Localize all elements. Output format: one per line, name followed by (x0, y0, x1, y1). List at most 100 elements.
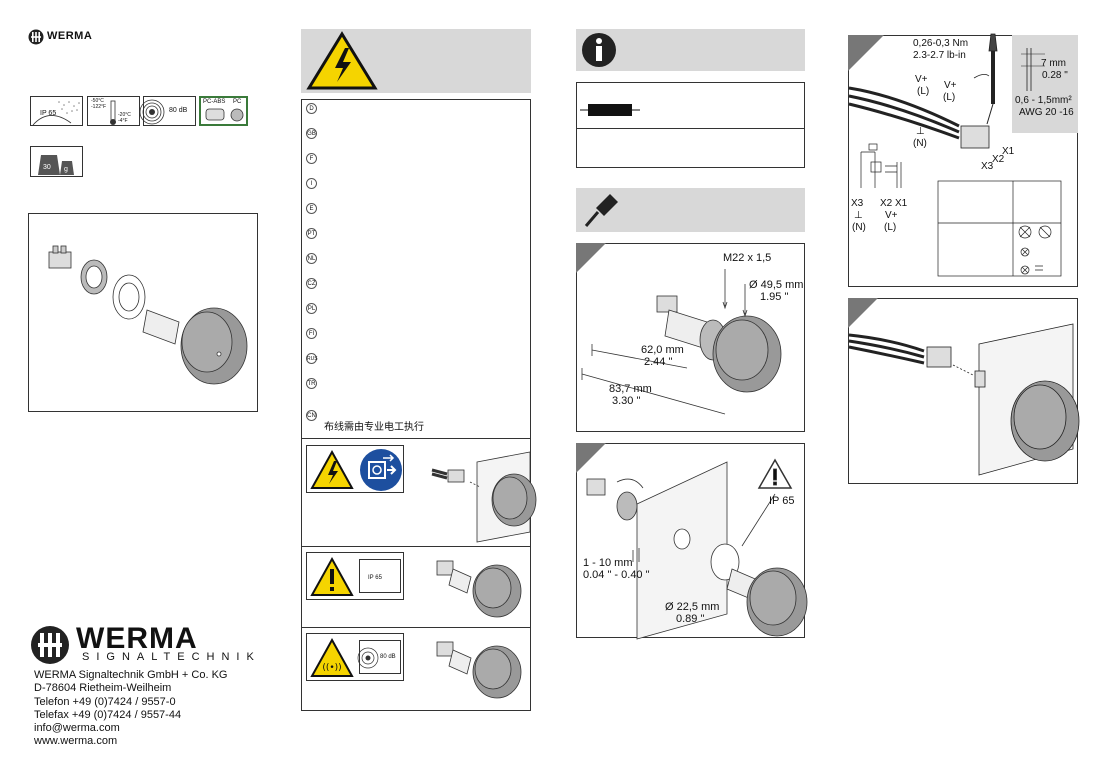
logo-wordmark: WERMA (76, 622, 198, 655)
dim-diameter-mm: Ø 49,5 mm (749, 279, 804, 291)
schematic-gnd: ⊥ (854, 210, 863, 221)
ip-mini-icon: IP 65 (359, 559, 401, 593)
dim-len2-in: 3.30 " (612, 395, 641, 407)
cross-section: 0,6 - 1,5mm² (1015, 95, 1072, 106)
info-icon (582, 33, 616, 67)
ip-drawing (436, 560, 522, 618)
product-overview-panel (28, 213, 258, 412)
sound-icon: 80 dB (139, 96, 196, 126)
contact-block: WERMA Signaltechnik GmbH + Co. KG D-7860… (34, 669, 227, 749)
wiring-drawing (848, 33, 1062, 277)
electric-warning-header (301, 29, 531, 93)
ip-icon-label: IP 65 (40, 110, 57, 117)
mount-range-mm: 1 - 10 mm (583, 557, 633, 569)
language-badge-cn: CN (306, 410, 317, 421)
sound-icon-label: 80 dB (169, 107, 188, 114)
language-badge-pl: PL (306, 303, 317, 314)
noise-warning-icon: ((•)) (310, 637, 354, 677)
sound-drawing (436, 641, 522, 699)
caution-icon (310, 556, 354, 596)
strip-in: 0.28 " (1042, 70, 1068, 81)
schematic-x2: X2 (880, 198, 893, 209)
connector-panel (848, 298, 1080, 484)
label-vplus-a: V+ (915, 74, 928, 85)
label-x2: X2 (992, 154, 1005, 165)
connector-drawing (848, 323, 1080, 476)
disconnect-drawing (431, 451, 537, 543)
contact-fax: Telefax +49 (0)7424 / 9557-44 (34, 708, 182, 721)
label-gnd: ⊥ (916, 126, 925, 137)
label-vplus-b: V+ (944, 80, 957, 91)
svg-text:((•)): ((•)) (322, 663, 341, 673)
contact-phone: Telefon +49 (0)7424 / 9557-0 (34, 695, 176, 708)
language-badge-nl: NL (306, 253, 317, 264)
schematic-l: (L) (884, 222, 897, 233)
material-icon: PC-ABS PC (199, 96, 248, 126)
weight-unit: g (64, 166, 68, 173)
contact-company: WERMA Signaltechnik GmbH + Co. KG (34, 669, 228, 681)
temp-low: -20°C -4°F (118, 112, 131, 124)
electric-warning-icon (310, 449, 354, 489)
db-mini-icon: 80 dB (357, 640, 401, 674)
schematic-x1: X1 (895, 198, 908, 209)
label-l-a: (L) (917, 86, 930, 97)
dimensions-drawing (581, 269, 782, 415)
material-b: PC (233, 99, 242, 105)
weight-value: 30 (43, 164, 51, 171)
info-header (576, 29, 805, 71)
contact-address: D-78604 Rietheim-Weilheim (34, 682, 172, 695)
mount-hole-mm: Ø 22,5 mm (665, 601, 720, 613)
language-badge-pt: PT (306, 228, 317, 239)
schematic-x3: X3 (851, 198, 864, 209)
mounting-drawing (586, 458, 808, 640)
fuse-icon (580, 104, 640, 116)
mounting-panel: IP 65 1 - 10 mm 0.04 " - 0.40 " Ø 22,5 m… (576, 443, 808, 640)
werma-logo: WERMA SIGNALTECHNIK (30, 622, 254, 665)
ip-mini-label: IP 65 (368, 575, 382, 581)
mount-hole-in: 0.89 " (676, 613, 705, 625)
contact-web[interactable]: www.werma.com (34, 735, 118, 748)
label-n: (N) (913, 138, 927, 149)
contact-email[interactable]: info@werma.com (34, 722, 120, 735)
product-exploded-drawing (48, 245, 248, 385)
label-l-b: (L) (943, 92, 956, 103)
db-mini-label: 80 dB (380, 654, 396, 660)
language-badge-fi: FI (306, 328, 317, 339)
disconnect-power-icon (360, 449, 402, 491)
mount-range-in: 0.04 " - 0.40 " (583, 569, 650, 581)
schematic-vplus: V+ (885, 210, 898, 221)
dim-len1-mm: 62,0 mm (641, 344, 684, 356)
logo-subtitle: SIGNALTECHNIK (82, 651, 261, 663)
language-badge-cz: CZ (306, 278, 317, 289)
disconnect-warning-box (306, 445, 404, 493)
small-logo: WERMA (28, 29, 118, 45)
fuse-panel (576, 82, 805, 168)
label-x3: X3 (981, 161, 994, 172)
ip-warning-box: IP 65 (306, 552, 404, 600)
schematic-n: (N) (852, 222, 866, 233)
temp-high: -50°C -122°F (91, 98, 107, 110)
wiring-panel: 0,26-0,3 Nm 2.3-2.7 lb-in 7 mm 0.28 " 0,… (848, 33, 1078, 287)
dim-len2-mm: 83,7 mm (609, 383, 652, 395)
ip-icon: IP 65 (30, 96, 83, 126)
weight-icon: 30 g (30, 146, 83, 177)
temperature-icon: -50°C -122°F -20°C -4°F (87, 96, 140, 126)
language-badge-tr: TR (306, 378, 317, 389)
high-voltage-icon (306, 31, 378, 90)
screwdriver-icon (584, 194, 618, 227)
strip-length-inset (1012, 35, 1078, 133)
language-badge-e: E (306, 203, 317, 214)
language-badge-rus: RUS (306, 353, 318, 364)
mount-ip: IP 65 (769, 495, 795, 507)
cn-text: 布线需由专业电工执行 (324, 422, 424, 433)
sound-warning-box: ((•)) 80 dB (306, 633, 404, 681)
strip-mm: 7 mm (1041, 58, 1066, 69)
material-a: PC-ABS (203, 99, 226, 105)
language-badge-f: F (306, 153, 317, 164)
torque-lb: 2.3-2.7 lb-in (913, 50, 966, 61)
dim-thread: M22 x 1,5 (723, 252, 772, 264)
language-badge-i: I (306, 178, 317, 189)
label-x1: X1 (1002, 146, 1015, 157)
dim-len1-in: 2.44 " (644, 356, 673, 368)
